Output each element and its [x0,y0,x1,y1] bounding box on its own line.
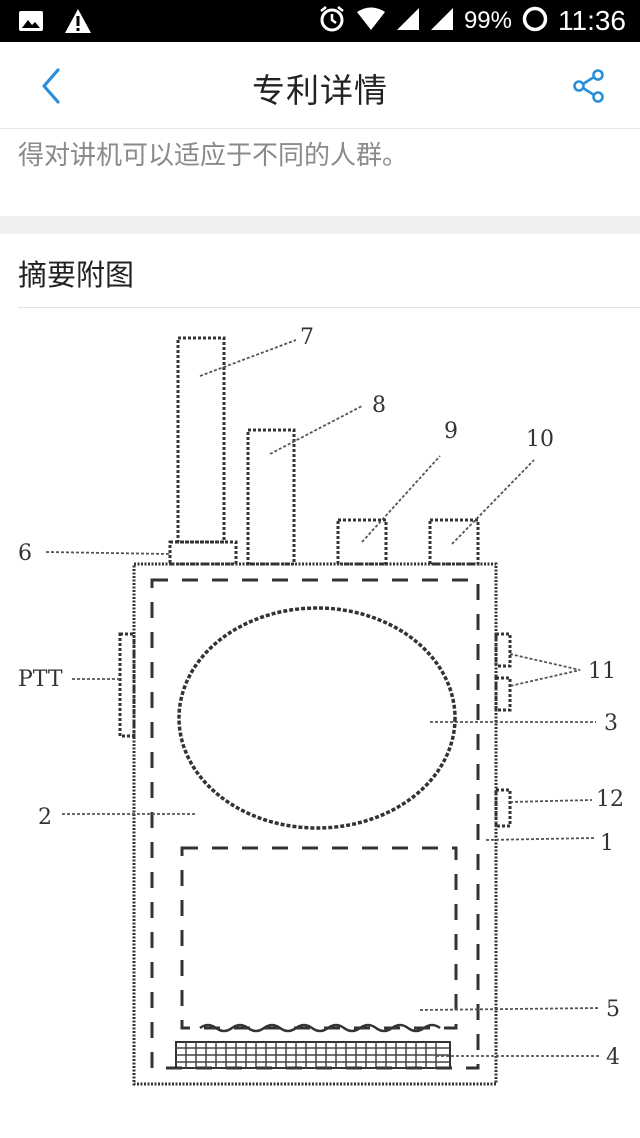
label-3: 3 [604,711,618,736]
label-1: 1 [600,831,614,856]
label-6: 6 [18,541,32,566]
signal-icon [430,7,454,35]
app-header: 专利详情 [0,42,640,129]
antenna-base-6 [168,540,238,566]
side-button-11a [494,632,512,668]
label-7: 7 [300,325,314,350]
antenna-part-8 [246,428,296,566]
battery-percent: 99% [463,7,512,34]
label-10: 10 [526,427,554,452]
patent-description-text: 得对讲机可以适应于不同的人群。 [18,141,409,171]
alarm-icon [318,5,346,37]
inner-frame-2 [150,578,480,1070]
keypad-pattern [176,1042,450,1068]
share-button[interactable] [572,68,606,104]
side-button-12 [494,788,512,828]
wifi-icon [356,7,386,35]
share-icon [573,69,604,103]
signal-icon [396,7,420,35]
body-1 [132,562,498,1086]
label-5: 5 [606,997,620,1022]
image-icon [18,9,44,37]
ptt-button [118,632,136,738]
walkie-talkie-drawing: 7 8 9 10 6 PTT 11 3 2 12 1 5 4 [18,325,624,1086]
label-ptt: PTT [18,667,63,692]
label-11: 11 [588,659,616,684]
wave-line [199,1023,441,1033]
clock: 11:36 [558,5,626,36]
label-9: 9 [444,419,458,444]
leader-lines [45,339,601,1057]
label-8: 8 [372,393,386,418]
side-button-11b [494,676,512,712]
abstract-figure[interactable]: 7 8 9 10 6 PTT 11 3 2 12 1 5 4 [0,312,640,1102]
divider [18,307,640,308]
abstract-figure-heading: 摘要附图 [18,258,135,292]
display-5 [180,846,458,1030]
warning-icon [64,8,92,38]
page-title: 专利详情 [252,71,388,110]
section-separator [0,216,640,234]
chevron-left-icon [42,68,60,104]
label-4: 4 [606,1045,620,1070]
back-button[interactable] [36,66,66,106]
battery-icon [522,6,548,36]
antenna-part-7 [176,336,226,544]
label-12: 12 [596,787,624,812]
label-2: 2 [38,805,52,830]
status-bar: 99% 11:36 [0,0,640,42]
speaker-3 [177,606,457,830]
